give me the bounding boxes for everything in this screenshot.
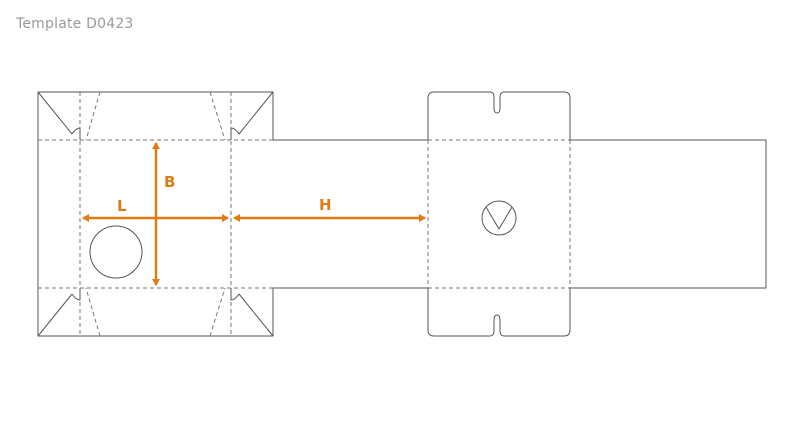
base-panel-group (37, 91, 274, 337)
lid-bottom-flap (427, 288, 571, 337)
corner-fold-tr (209, 91, 226, 141)
base-outline (37, 91, 274, 337)
thumb-hole (481, 200, 517, 236)
corner-fold-tl (85, 91, 101, 141)
dimension-label-l: L (117, 197, 127, 215)
thumb-tab (485, 206, 513, 230)
notch-br (230, 288, 240, 301)
tuck-panel-group (570, 139, 767, 289)
dimension-label-h: H (319, 196, 332, 214)
notch-tl (71, 127, 81, 140)
corner-cut-tl (37, 91, 73, 135)
notch-tr (230, 127, 240, 140)
notch-bl (71, 288, 81, 301)
corner-cut-br (238, 293, 274, 337)
tuck-panel-outline (570, 139, 767, 289)
corner-cut-bl (37, 293, 73, 337)
lid-panel-group (427, 91, 571, 337)
corner-cut-tr (238, 91, 274, 135)
circle-window (89, 225, 143, 279)
dimension-group: B L H (82, 142, 426, 286)
corner-fold-br (209, 287, 226, 337)
corner-fold-bl (85, 287, 101, 337)
dimension-label-b: B (164, 173, 175, 191)
side-panel-group (273, 139, 428, 289)
lid-top-flap (427, 91, 571, 140)
template-title: Template D0423 (16, 16, 134, 32)
